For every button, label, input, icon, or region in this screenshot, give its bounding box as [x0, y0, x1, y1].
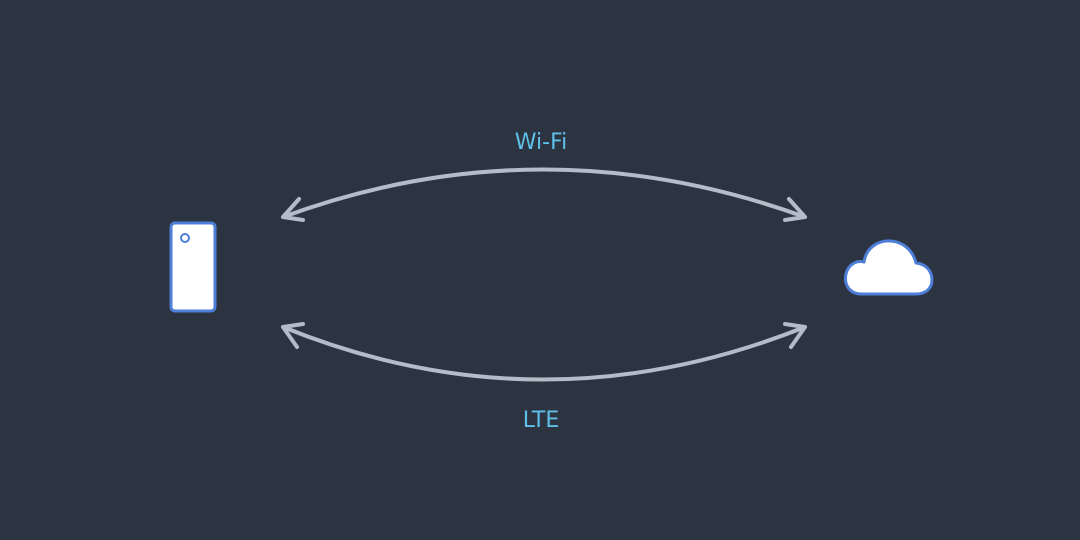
lte-label: LTE	[523, 408, 560, 433]
wifi-label: Wi-Fi	[515, 130, 568, 155]
wifi-arrow-right	[783, 197, 807, 222]
lte-arrow-left	[281, 322, 305, 349]
lte-arc	[281, 325, 807, 382]
cloud-shape	[844, 239, 934, 296]
wifi-arrow-left	[281, 197, 305, 222]
wifi-link: Wi-Fi	[281, 130, 807, 222]
phone-body	[169, 221, 217, 313]
lte-link: LTE	[281, 322, 807, 433]
cloud-icon	[844, 239, 934, 296]
lte-arrow-right	[783, 322, 807, 349]
phone-icon	[169, 221, 217, 313]
wifi-arc	[281, 167, 807, 219]
phone-camera	[180, 233, 190, 243]
